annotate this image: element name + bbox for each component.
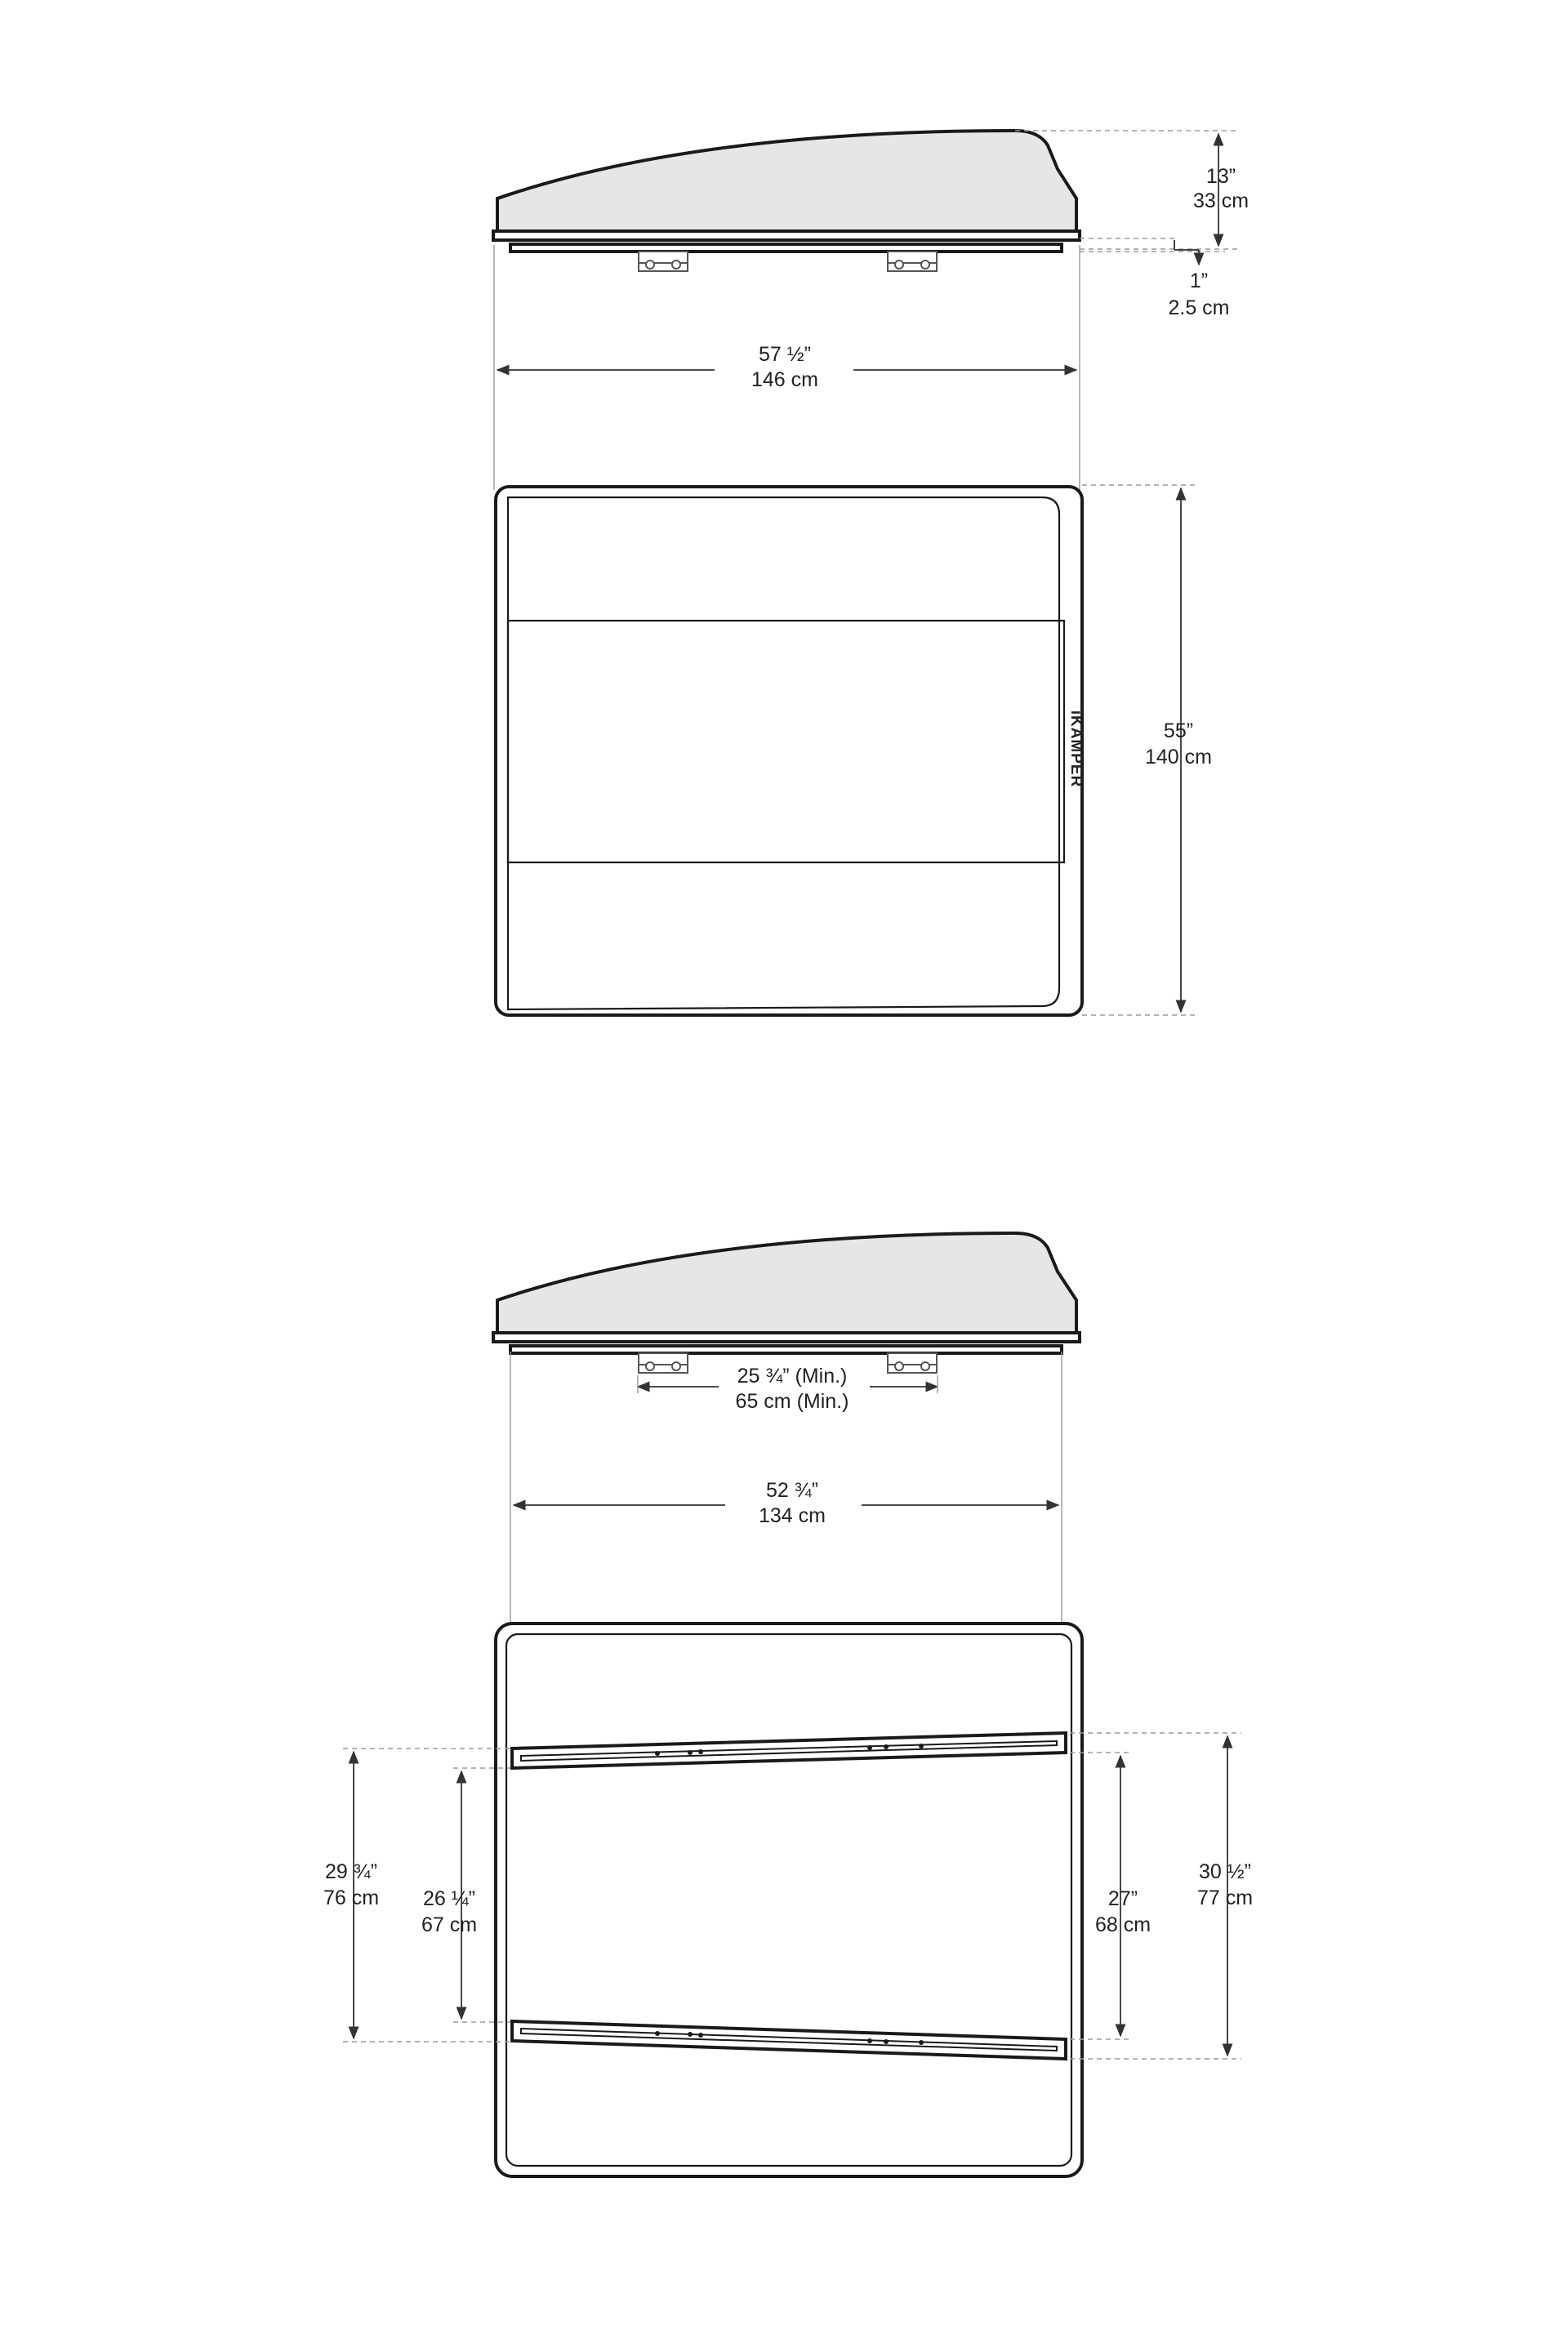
mount-bracket-left-2 — [638, 1352, 688, 1374]
tent-outer-frame — [494, 485, 1084, 1017]
mount-bracket-right-2 — [887, 1352, 938, 1374]
height-dim-imperial: 13” — [1206, 165, 1236, 188]
mount-bracket-left — [638, 251, 688, 272]
outer-right-imperial: 30 ½” — [1199, 1860, 1251, 1883]
crossbar-min-metric: 65 cm (Min.) — [736, 1390, 849, 1413]
base-dim-imperial: 1” — [1190, 270, 1208, 292]
tent-shell-side — [496, 128, 1078, 233]
top-plan-view: iKAMPER 55” 140 cm — [494, 484, 1212, 1017]
bottom-side-view: 25 ¾” (Min.) 65 cm (Min.) 52 ¾” 134 cm — [492, 1231, 1081, 1629]
inner-right-metric: 68 cm — [1095, 1913, 1151, 1936]
inner-right-imperial: 27” — [1108, 1887, 1138, 1910]
outer-right-metric: 77 cm — [1197, 1886, 1253, 1909]
base-dim-metric: 2.5 cm — [1168, 296, 1229, 319]
inner-left-metric: 67 cm — [421, 1913, 477, 1936]
mount-rail-2 — [509, 1344, 1063, 1355]
crossbar-min-imperial: 25 ¾” (Min.) — [737, 1365, 848, 1388]
mount-rail — [509, 243, 1063, 253]
base-outer-frame — [494, 1622, 1084, 2178]
width-dim-metric: 146 cm — [751, 368, 818, 391]
tent-base-plate — [492, 229, 1081, 242]
top-side-view: 13” 33 cm 1” 2.5 cm 57 ½” 146 cm — [492, 128, 1249, 490]
height-dim-metric: 33 cm — [1193, 189, 1249, 212]
mounting-rail-bottom — [510, 2019, 1067, 2061]
mount-bracket-right — [887, 251, 938, 272]
base-width-metric: 134 cm — [759, 1504, 826, 1527]
tent-center-band — [506, 619, 1066, 864]
outer-left-metric: 76 cm — [323, 1886, 379, 1909]
mounting-rail-top — [510, 1731, 1067, 1771]
base-width-imperial: 52 ¾” — [766, 1479, 818, 1502]
inner-left-imperial: 26 ¼” — [423, 1887, 475, 1910]
tent-base-plate-2 — [492, 1331, 1081, 1343]
depth-dim-imperial: 55” — [1164, 719, 1193, 742]
outer-left-imperial: 29 ¾” — [325, 1860, 377, 1883]
width-dim-imperial: 57 ½” — [759, 343, 811, 366]
brand-logo-text: iKAMPER — [1067, 710, 1085, 788]
tent-lid-panel — [506, 496, 1061, 1011]
depth-dim-metric: 140 cm — [1145, 746, 1212, 768]
bottom-plan-view: 29 ¾” 76 cm 26 ¼” 67 cm 27” 68 cm 30 ½” … — [323, 1622, 1253, 2178]
tent-shell-side-2 — [496, 1231, 1078, 1334]
base-inner-frame — [505, 1633, 1073, 2167]
